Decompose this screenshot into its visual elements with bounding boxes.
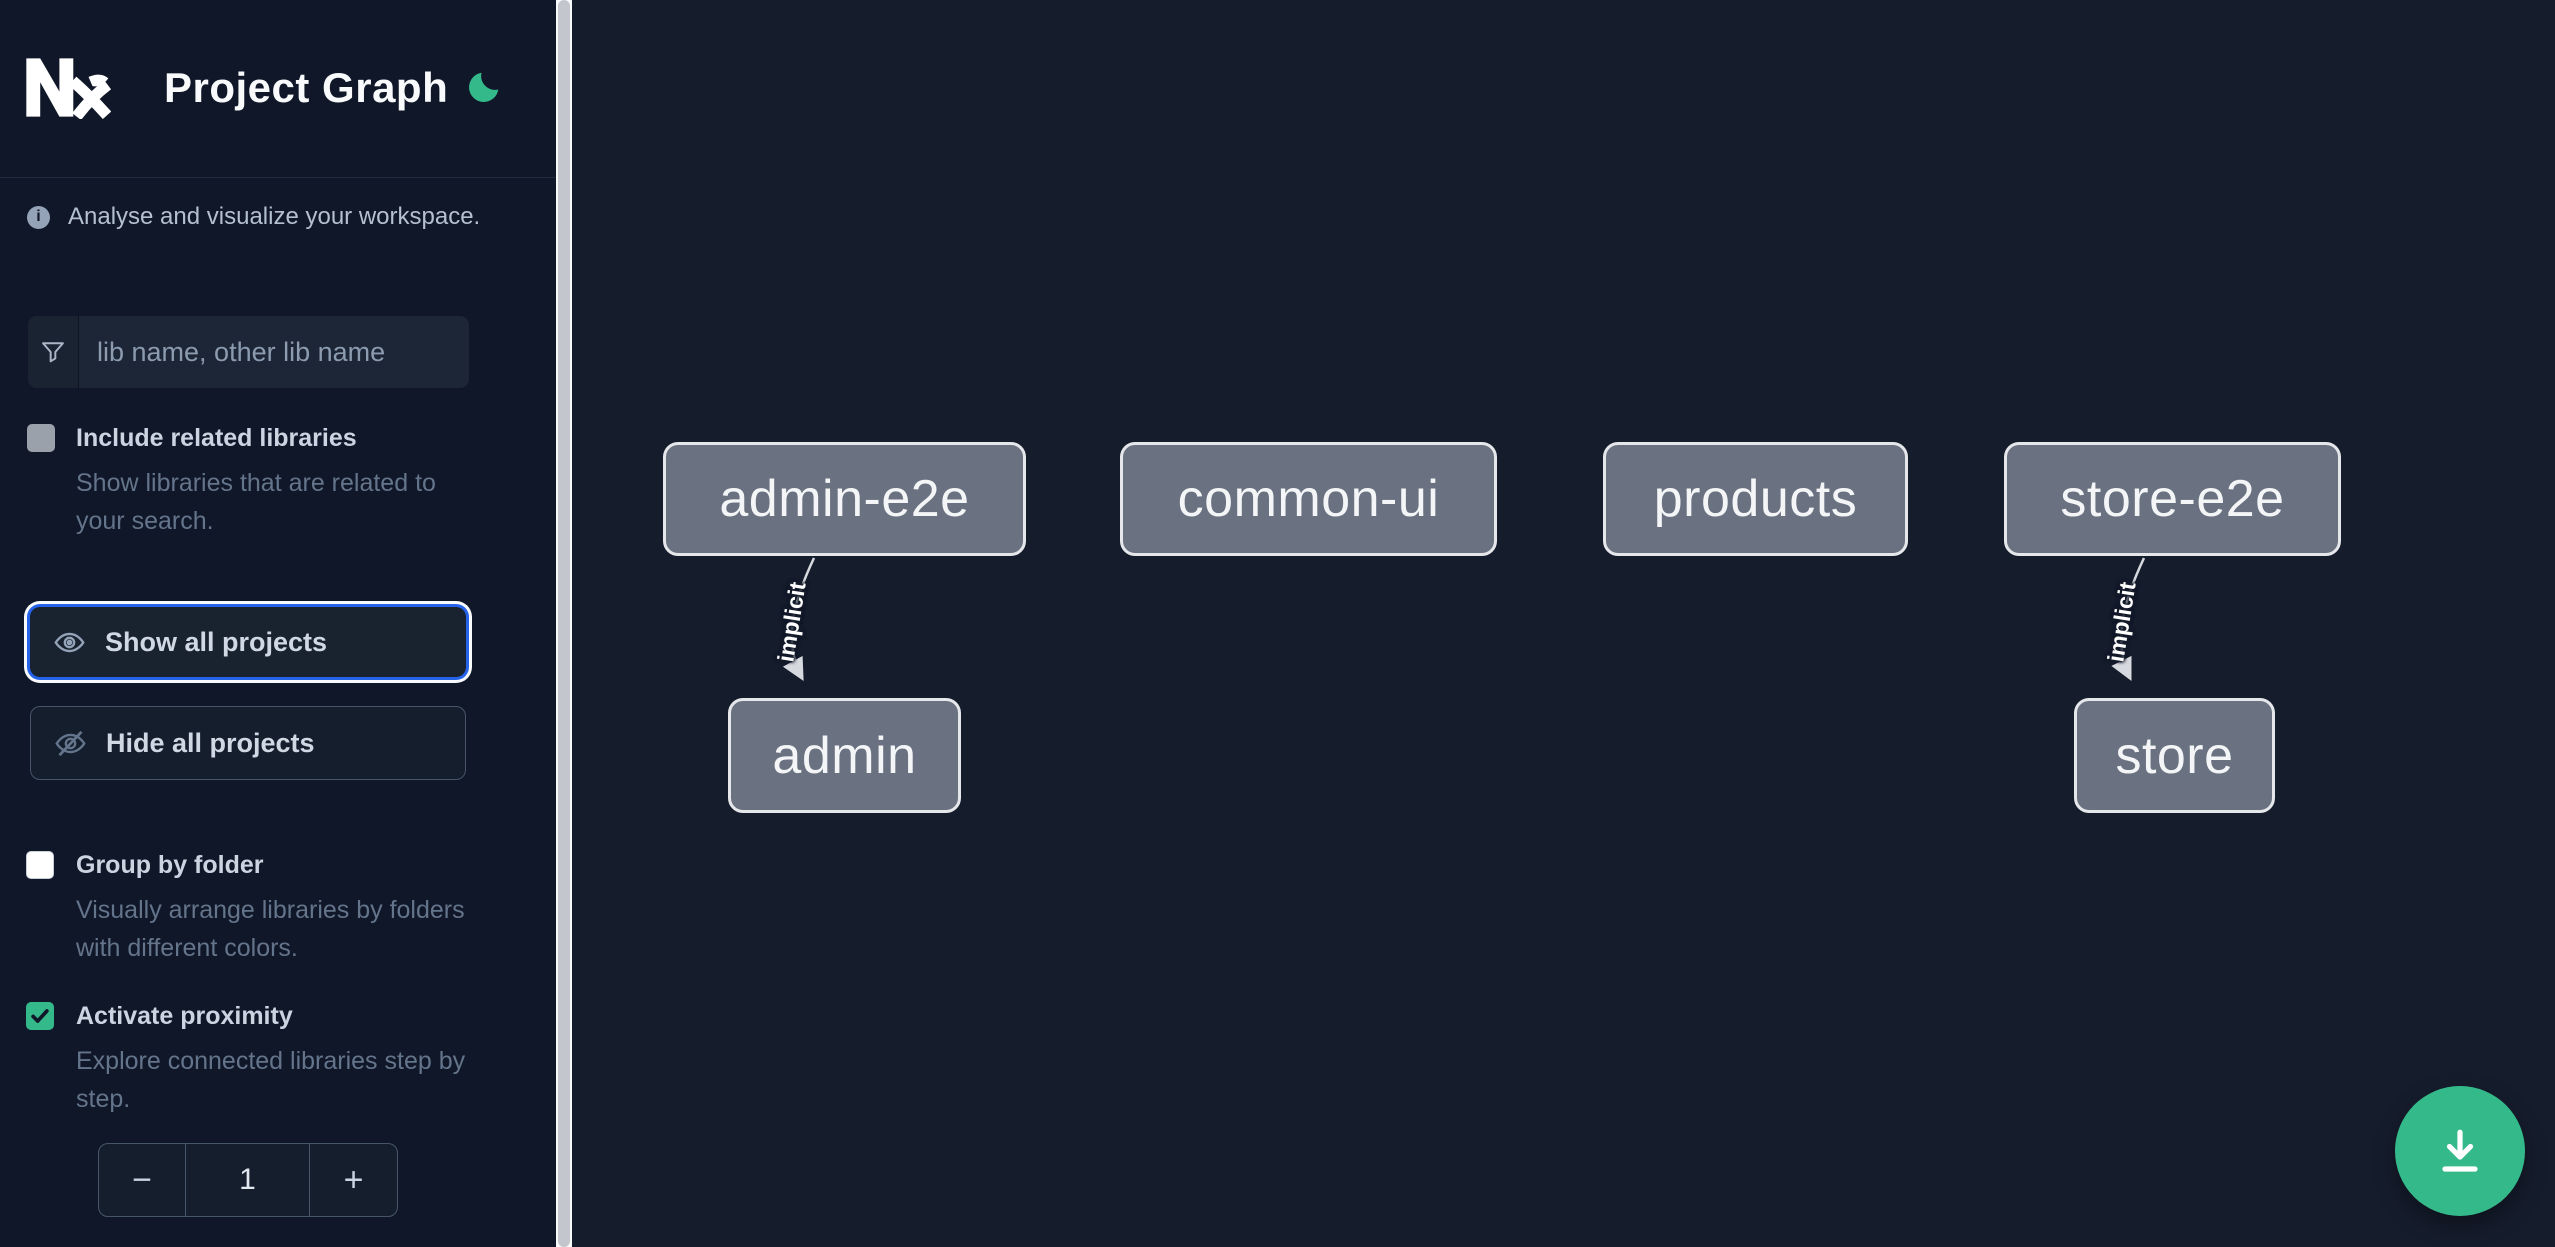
download-button[interactable] bbox=[2395, 1086, 2525, 1216]
activate-proximity-description: Explore connected libraries step by step… bbox=[76, 1047, 466, 1113]
graph-edges bbox=[782, 557, 2146, 682]
workspace-info: i Analyse and visualize your workspace. bbox=[27, 203, 480, 231]
theme-toggle-button[interactable] bbox=[464, 66, 506, 108]
show-all-projects-label: Show all projects bbox=[105, 626, 328, 657]
node-store-e2e[interactable]: store-e2e bbox=[2004, 442, 2341, 556]
filter-input-group bbox=[28, 316, 469, 388]
page-title: Project Graph bbox=[164, 64, 449, 111]
decrement-button[interactable]: − bbox=[99, 1144, 186, 1216]
proximity-stepper: − 1 + bbox=[98, 1143, 398, 1217]
group-by-folder-checkbox[interactable] bbox=[26, 851, 54, 879]
graph-canvas[interactable]: admin-e2e common-ui products store-e2e a… bbox=[572, 0, 2555, 1247]
group-by-folder-label: Group by folder bbox=[76, 851, 264, 879]
stepper-value: 1 bbox=[186, 1144, 310, 1216]
activate-proximity-label: Activate proximity bbox=[76, 1002, 293, 1030]
node-products[interactable]: products bbox=[1603, 442, 1908, 556]
check-icon bbox=[31, 1009, 49, 1023]
show-all-projects-button[interactable]: Show all projects bbox=[30, 607, 466, 677]
sidebar-header: Project Graph bbox=[0, 0, 556, 178]
funnel-icon bbox=[28, 316, 79, 388]
include-related-checkbox[interactable] bbox=[27, 424, 55, 452]
info-icon: i bbox=[27, 205, 50, 229]
group-by-folder-description: Visually arrange libraries by folders wi… bbox=[76, 896, 465, 962]
sidebar-scrollbar[interactable] bbox=[556, 0, 572, 1247]
node-common-ui[interactable]: common-ui bbox=[1120, 442, 1497, 556]
nx-logo bbox=[26, 58, 111, 119]
node-admin[interactable]: admin bbox=[728, 698, 961, 813]
download-icon bbox=[2442, 1129, 2478, 1172]
increment-button[interactable]: + bbox=[310, 1144, 397, 1216]
node-store[interactable]: store bbox=[2074, 698, 2275, 813]
moon-icon bbox=[469, 72, 499, 102]
eye-icon bbox=[53, 626, 86, 659]
hide-all-projects-button[interactable]: Hide all projects bbox=[30, 706, 466, 780]
search-input[interactable] bbox=[79, 316, 469, 388]
include-related-description: Show libraries that are related to your … bbox=[76, 469, 436, 535]
workspace-info-text: Analyse and visualize your workspace. bbox=[68, 203, 481, 230]
include-related-label: Include related libraries bbox=[76, 424, 357, 452]
hide-all-projects-label: Hide all projects bbox=[106, 727, 315, 758]
activate-proximity-checkbox[interactable] bbox=[26, 1002, 54, 1030]
sidebar: Project Graph i Analyse and visualize yo… bbox=[0, 0, 556, 1247]
node-admin-e2e[interactable]: admin-e2e bbox=[663, 442, 1026, 556]
sidebar-scrollbar-thumb[interactable] bbox=[558, 0, 570, 1247]
eye-off-icon bbox=[54, 727, 87, 760]
